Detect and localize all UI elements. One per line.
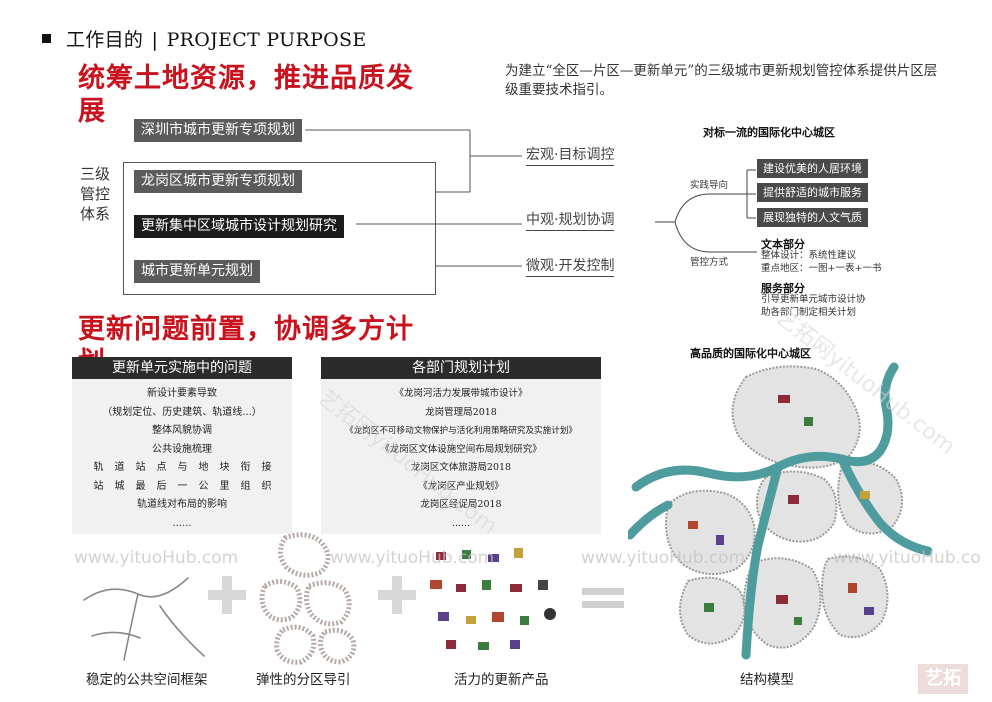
right-diagram-branches xyxy=(655,169,757,253)
control-micro: 微观·开发控制 xyxy=(526,258,615,277)
practice-item: 展现独特的人文气质 xyxy=(757,208,868,227)
plan-item: ...... xyxy=(451,517,471,529)
public-space-framework-diagram xyxy=(83,577,205,661)
tier-label-line: 三级 xyxy=(80,165,111,183)
plan-bar-unit: 城市更新单元规划 xyxy=(134,260,260,283)
control-macro: 宏观·目标调控 xyxy=(526,147,615,166)
plan-bar-district: 龙岗区城市更新专项规划 xyxy=(134,170,302,193)
section1-heading: 统筹土地资源，推进品质发 展 xyxy=(78,62,458,128)
section1-heading-line2: 展 xyxy=(78,96,106,127)
section1-description: 为建立“全区—片区—更新单元”的三级城市更新规划管控体系提供片区层级重要技术指引… xyxy=(505,63,938,98)
service-part-heading: 服务部分 xyxy=(761,282,805,295)
structure-model-map xyxy=(628,362,933,660)
practice-item: 提供舒适的城市服务 xyxy=(757,183,868,202)
caption-public-space: 稳定的公共空间框架 xyxy=(86,672,208,688)
plan-item: 龙岗管理局2018 xyxy=(425,406,497,418)
page-title-en: PROJECT PURPOSE xyxy=(166,29,367,51)
issue-item: 轨道站点与地块衔接 xyxy=(93,462,283,473)
issue-item: 站城最后一公里组织 xyxy=(93,480,283,492)
caption-zoning: 弹性的分区导引 xyxy=(256,672,351,688)
issues-panel: 更新单元实施中的问题 新设计要素导致 （规划定位、历史建筑、轨道线...） 整体… xyxy=(72,357,292,534)
section2-heading-line1: 更新问题前置，协调多方计 xyxy=(78,314,414,345)
page-title-cn: 工作目的 xyxy=(66,29,144,51)
plan-item: 《龙岗区不可移动文物保护与活化利用策略研究及实施计划》 xyxy=(344,426,578,436)
issue-item: 公共设施梳理 xyxy=(152,443,212,455)
section2-heading: 更新问题前置，协调多方计 划 xyxy=(78,313,458,361)
plus-sign xyxy=(222,576,232,614)
watermark: www.yituoHub.co xyxy=(833,548,981,568)
service-part-line: 引导更新单元城市设计协 xyxy=(761,294,866,305)
watermark: www.yituoHub.com xyxy=(74,548,239,568)
issues-panel-title: 更新单元实施中的问题 xyxy=(72,357,292,379)
district-tier-frame xyxy=(123,162,436,295)
header-bullet xyxy=(42,34,51,43)
plans-panel-title: 各部门规划计划 xyxy=(321,357,601,379)
text-part-line: 重点地区：一图+一表+一书 xyxy=(761,263,882,274)
tier-label: 三级 管控 体系 xyxy=(80,164,116,224)
text-part-heading: 文本部分 xyxy=(761,238,805,251)
text-part-line: 整体设计：系统性建议 xyxy=(761,250,857,261)
plan-item: 龙岗区经促局2018 xyxy=(420,499,502,510)
tier-label-line: 体系 xyxy=(80,205,111,223)
page-title-separator: | xyxy=(151,29,159,51)
issue-item: （规划定位、历史建筑、轨道线...） xyxy=(102,406,262,418)
plan-item: 《龙岗河活力发展带城市设计》 xyxy=(394,388,528,399)
issues-panel-body: 新设计要素导致 （规划定位、历史建筑、轨道线...） 整体风貌协调 公共设施梳理… xyxy=(72,379,292,534)
equals-sign xyxy=(582,588,624,595)
right-diagram-title: 对标一流的国际化中心城区 xyxy=(703,126,835,139)
caption-structure-model: 结构模型 xyxy=(740,672,794,688)
site-logo: 艺拓 xyxy=(918,664,968,694)
service-part-line: 助各部门制定相关计划 xyxy=(761,307,857,318)
branch-control-label: 管控方式 xyxy=(690,257,729,268)
watermark: www.yituoHub.com xyxy=(330,548,495,568)
control-meso: 中观·规划协调 xyxy=(526,212,615,231)
plans-panel: 各部门规划计划 《龙岗河活力发展带城市设计》 龙岗管理局2018 《龙岗区不可移… xyxy=(321,357,601,534)
plans-panel-body: 《龙岗河活力发展带城市设计》 龙岗管理局2018 《龙岗区不可移动文物保护与活化… xyxy=(321,379,601,534)
page-title: 工作目的 | PROJECT PURPOSE xyxy=(66,25,367,52)
plan-bar-city: 深圳市城市更新专项规划 xyxy=(134,119,302,142)
issue-item: 新设计要素导致 xyxy=(147,388,217,399)
renewal-products-diagram xyxy=(430,548,556,650)
map-title: 高品质的国际化中心城区 xyxy=(690,347,811,360)
plan-item: 《龙岗区文体设施空间布局规划研究》 xyxy=(380,443,542,455)
plan-item: 《龙岗区产业规划》 xyxy=(418,480,504,492)
issue-item: 轨道线对布局的影响 xyxy=(137,499,227,510)
hierarchy-connectors xyxy=(305,129,522,267)
zoning-guidance-diagram xyxy=(259,532,357,665)
section1-heading-line1: 统筹土地资源，推进品质发 xyxy=(78,63,414,94)
issue-item: 整体风貌协调 xyxy=(152,425,212,436)
plan-bar-area: 更新集中区域城市设计规划研究 xyxy=(134,215,344,238)
plan-item: 龙岗区文体旅游局2018 xyxy=(410,462,512,473)
watermark: www.yituoHub.com xyxy=(581,548,746,568)
plus-sign xyxy=(392,576,402,614)
tier-label-line: 管控 xyxy=(80,185,111,203)
equals-sign xyxy=(582,601,624,608)
practice-item: 建设优美的人居环境 xyxy=(757,159,868,178)
caption-products: 活力的更新产品 xyxy=(454,672,549,688)
issue-item: ...... xyxy=(172,517,192,529)
branch-practice-label: 实践导向 xyxy=(690,180,729,191)
